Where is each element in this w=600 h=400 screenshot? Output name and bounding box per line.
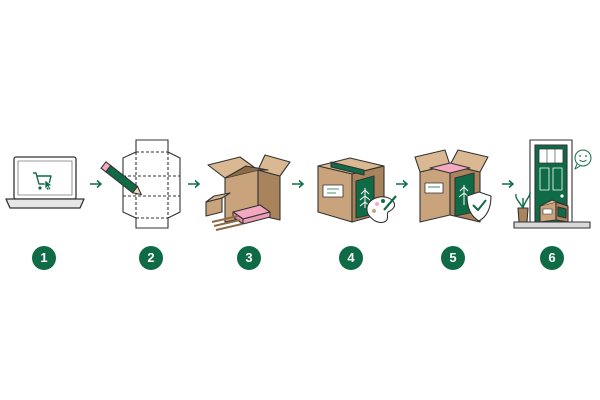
arrow-icon bbox=[396, 179, 409, 189]
approved-box-shield-icon bbox=[414, 149, 492, 223]
step-number-1: 1 bbox=[32, 246, 56, 270]
step-number-6: 6 bbox=[540, 246, 564, 270]
laptop-cart-icon bbox=[5, 156, 85, 209]
printed-box-palette-icon bbox=[317, 157, 397, 224]
step-number-2: 2 bbox=[139, 246, 163, 270]
step-number-4: 4 bbox=[339, 246, 363, 270]
step-number-3: 3 bbox=[237, 246, 261, 270]
arrow-icon bbox=[188, 179, 201, 189]
step-number-5: 5 bbox=[441, 246, 465, 270]
arrow-icon bbox=[90, 179, 103, 189]
arrow-icon bbox=[292, 179, 305, 189]
box-assembly-icon bbox=[205, 154, 291, 231]
arrow-icon bbox=[502, 179, 515, 189]
delivered-door-icon bbox=[513, 139, 592, 229]
box-template-pencil-icon bbox=[100, 139, 181, 229]
